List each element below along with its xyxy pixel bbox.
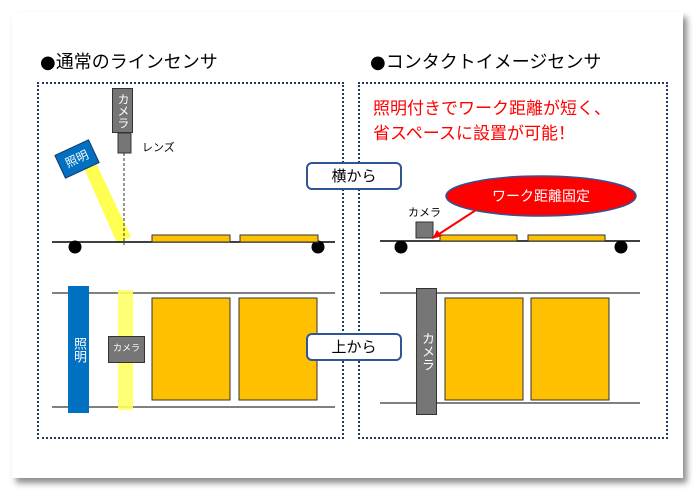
- camera-top: カメラ: [108, 336, 145, 363]
- right-panel: [358, 82, 668, 439]
- roller: [311, 240, 325, 254]
- work: [151, 234, 231, 243]
- top-view-label: 上から: [306, 333, 402, 361]
- work: [439, 234, 518, 242]
- work: [151, 297, 231, 401]
- lens-label: レンズ: [142, 141, 175, 154]
- note-line1: 照明付きでワーク距離が短く、: [373, 99, 611, 119]
- arrow-head: [432, 230, 442, 239]
- roller: [68, 240, 82, 254]
- work: [527, 234, 606, 242]
- work: [239, 234, 319, 243]
- roller: [614, 240, 628, 254]
- camera-side: カメラ: [112, 88, 133, 133]
- roller: [394, 240, 408, 254]
- side-view-label: 横から: [306, 162, 402, 190]
- left-panel: [37, 82, 344, 439]
- right-title: ●コンタクトイメージセンサ: [370, 52, 602, 73]
- camera-label: カメラ: [408, 206, 441, 219]
- contact-sensor: [415, 221, 434, 239]
- callout-ellipse: [445, 175, 637, 217]
- lens: [117, 132, 132, 154]
- left-title: ●通常のラインセンサ: [40, 52, 218, 73]
- contact-sensor-top: カメラ: [416, 288, 437, 415]
- callout-arrow: [435, 209, 477, 237]
- callout-text: ワーク距離固定: [492, 189, 590, 205]
- work: [238, 297, 318, 401]
- work: [444, 297, 524, 401]
- work: [530, 297, 610, 401]
- light-beam: [82, 159, 131, 243]
- light-bar-top: 照明: [68, 286, 89, 413]
- note-line2: 省スペースに設置が可能！: [373, 124, 575, 144]
